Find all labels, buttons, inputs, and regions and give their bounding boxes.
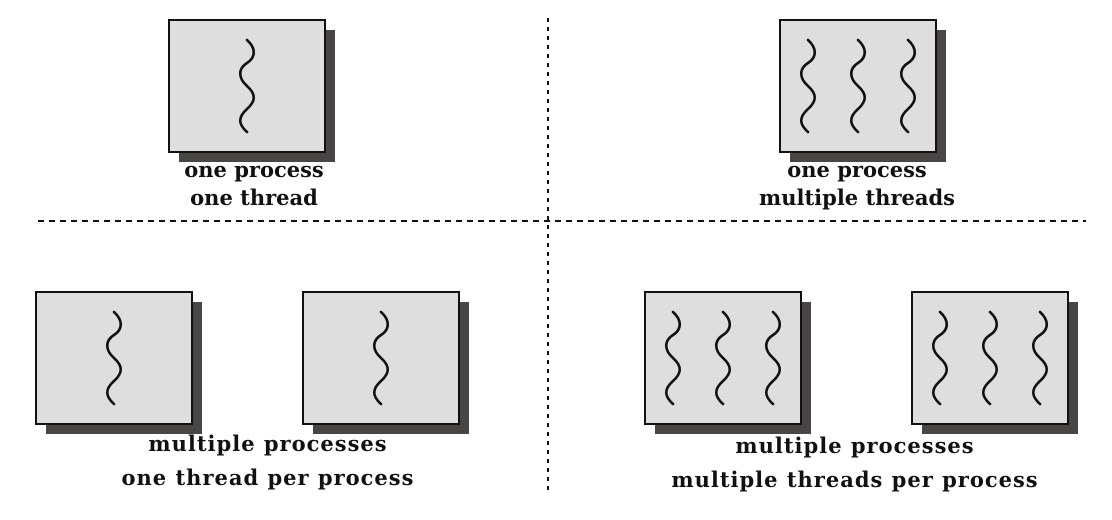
process-box-bottom-right-2 <box>911 291 1078 434</box>
caption-top-left-line2: one thread <box>190 185 318 210</box>
process-box-bottom-right-1 <box>644 291 811 434</box>
thread-squiggle-icon <box>238 38 256 134</box>
process-box-top-right-1 <box>779 19 946 162</box>
thread-squiggle-icon <box>849 38 867 134</box>
caption-bottom-right-line1: multiple processes <box>735 433 975 458</box>
caption-top-left-line1: one process <box>184 157 324 182</box>
thread-squiggle-icon <box>105 310 123 406</box>
process-box-bottom-left-1 <box>35 291 202 434</box>
thread-squiggle-icon <box>714 310 732 406</box>
caption-bottom-left-line1: multiple processes <box>148 431 388 456</box>
thread-squiggle-icon <box>981 310 999 406</box>
thread-squiggle-icon <box>372 310 390 406</box>
thread-squiggle-icon <box>799 38 817 134</box>
thread-squiggle-icon <box>1031 310 1049 406</box>
caption-top-right-line2: multiple threads <box>759 185 955 210</box>
process-box-top-left-1 <box>168 19 335 162</box>
caption-bottom-left: multiple processes one thread per proces… <box>58 430 478 492</box>
process-box-bottom-left-2 <box>302 291 469 434</box>
thread-squiggle-icon <box>931 310 949 406</box>
caption-top-right: one process multiple threads <box>707 156 1007 212</box>
caption-bottom-right: multiple processes multiple threads per … <box>620 432 1090 494</box>
thread-squiggle-icon <box>764 310 782 406</box>
caption-bottom-left-line2: one thread per process <box>121 465 415 490</box>
caption-top-left: one process one thread <box>154 156 354 212</box>
thread-squiggle-icon <box>664 310 682 406</box>
caption-top-right-line1: one process <box>787 157 927 182</box>
caption-bottom-right-line2: multiple threads per process <box>671 467 1039 492</box>
thread-squiggle-icon <box>899 38 917 134</box>
